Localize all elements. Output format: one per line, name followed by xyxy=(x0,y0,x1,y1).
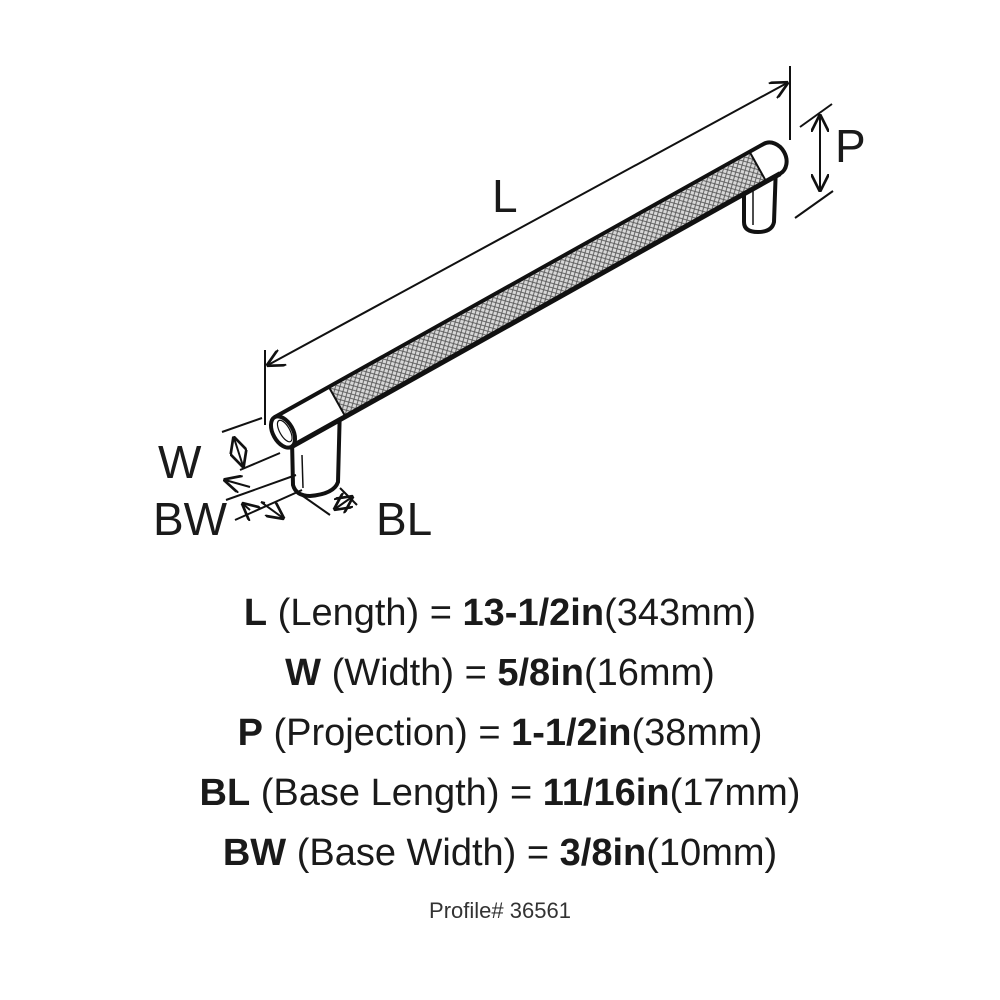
handle-dimension-drawing: L P W BW BL xyxy=(153,66,866,545)
spec-name: (Length) = xyxy=(277,592,452,634)
spec-value-in: 3/8in xyxy=(559,832,647,874)
spec-value-in: 1-1/2in xyxy=(511,712,632,754)
spec-value-mm: (10mm) xyxy=(646,832,778,874)
spec-value-mm: (17mm) xyxy=(669,772,801,814)
label-W: W xyxy=(158,436,202,488)
spec-name: (Projection) = xyxy=(273,712,501,754)
spec-base-width: BW (Base Width) = 3/8in(10mm) xyxy=(0,823,1000,883)
label-P: P xyxy=(835,120,866,172)
knurled-grip xyxy=(329,153,766,415)
base-dimensions xyxy=(225,474,358,520)
spec-base-length: BL (Base Length) = 11/16in(17mm) xyxy=(0,763,1000,823)
length-dimension xyxy=(265,66,790,425)
spec-code: W xyxy=(285,652,322,694)
spec-code: BW xyxy=(222,832,287,874)
label-L: L xyxy=(492,170,518,222)
spec-value-in: 5/8in xyxy=(497,652,584,694)
spec-name: (Width) = xyxy=(331,652,487,694)
profile-number: Profile# 36561 xyxy=(429,898,571,923)
spec-name: (Base Width) = xyxy=(296,832,550,874)
spec-code: BL xyxy=(199,772,251,814)
spec-name: (Base Length) = xyxy=(260,772,533,814)
spec-code: L xyxy=(243,592,268,634)
spec-code: P xyxy=(237,712,263,754)
spec-value-in: 11/16in xyxy=(542,772,670,814)
projection-dimension xyxy=(794,103,834,219)
spec-value-mm: (16mm) xyxy=(583,652,715,694)
width-dimension xyxy=(221,417,281,471)
spec-projection: P (Projection) = 1-1/2in(38mm) xyxy=(0,703,1000,763)
spec-value-mm: (343mm) xyxy=(604,592,757,634)
spec-width: W (Width) = 5/8in(16mm) xyxy=(0,643,1000,703)
handle-bar xyxy=(268,140,789,450)
spec-length: L (Length) = 13-1/2in(343mm) xyxy=(0,583,1000,643)
spec-list: L (Length) = 13-1/2in(343mm) W (Width) =… xyxy=(0,583,1000,883)
spec-value-mm: (38mm) xyxy=(631,712,763,754)
label-BL: BL xyxy=(376,493,432,545)
label-BW: BW xyxy=(153,493,228,545)
spec-value-in: 13-1/2in xyxy=(462,592,605,634)
